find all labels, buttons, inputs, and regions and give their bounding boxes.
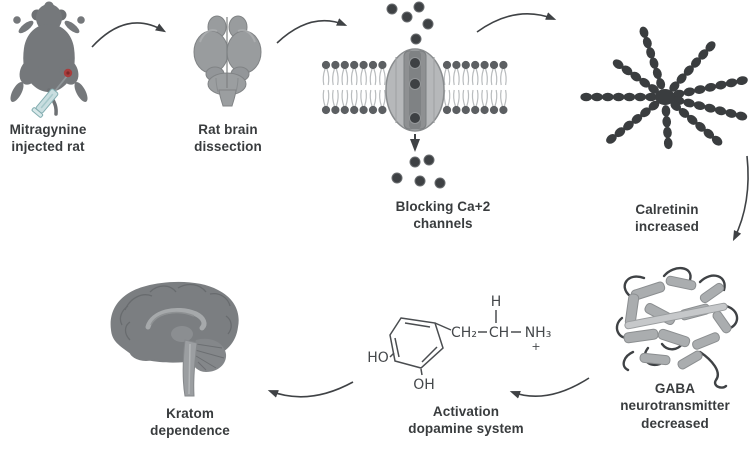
calcium-ions-above bbox=[386, 1, 434, 45]
arrow-calretinin-to-gaba bbox=[732, 155, 749, 242]
long-helix bbox=[624, 302, 728, 330]
label-gaba: GABA neurotransmitter decreased bbox=[620, 381, 730, 431]
lipid-bilayer bbox=[321, 60, 508, 115]
label-kratom: Kratom dependence bbox=[150, 406, 230, 439]
label-dopamine-system: Activation dopamine system bbox=[408, 404, 524, 437]
molecule-ch-label: CH bbox=[489, 325, 509, 341]
rat-brain-dorsal-illustration bbox=[193, 15, 262, 107]
arrow-channel-to-calretinin bbox=[476, 12, 557, 33]
label-calretinin: Calretinin increased bbox=[635, 202, 699, 235]
arrow-brain-to-channel bbox=[276, 18, 348, 44]
calcium-channel-illustration bbox=[321, 1, 508, 189]
arrow-gaba-to-dopamine bbox=[509, 377, 590, 399]
molecule-h-label: H bbox=[491, 294, 502, 310]
syringe-icon bbox=[31, 75, 68, 118]
arrow-rat-to-brain bbox=[91, 22, 167, 48]
molecule-ch2-label: CH₂ bbox=[451, 325, 477, 341]
gaba-protein-illustration bbox=[615, 267, 739, 389]
dopamine-molecule: H CH₂ CH NH₃ + HO OH bbox=[367, 294, 551, 393]
injected-rat-illustration bbox=[10, 1, 88, 118]
molecule-ho-label: HO bbox=[367, 350, 389, 366]
molecule-nh3-label: NH₃ bbox=[525, 325, 552, 341]
molecule-plus-label: + bbox=[531, 340, 540, 353]
arrow-dopamine-to-brain bbox=[267, 381, 354, 398]
label-blocking-channels: Blocking Ca+2 channels bbox=[395, 199, 491, 232]
calretinin-illustration bbox=[580, 26, 748, 150]
calcium-ions-below bbox=[391, 154, 446, 189]
label-brain-dissection: Rat brain dissection bbox=[194, 122, 262, 155]
molecule-oh-label: OH bbox=[413, 377, 435, 393]
label-injected-rat: Mitragynine injected rat bbox=[9, 122, 87, 155]
human-brain-sagittal-illustration bbox=[110, 281, 239, 397]
corpus-callosum bbox=[145, 308, 207, 331]
